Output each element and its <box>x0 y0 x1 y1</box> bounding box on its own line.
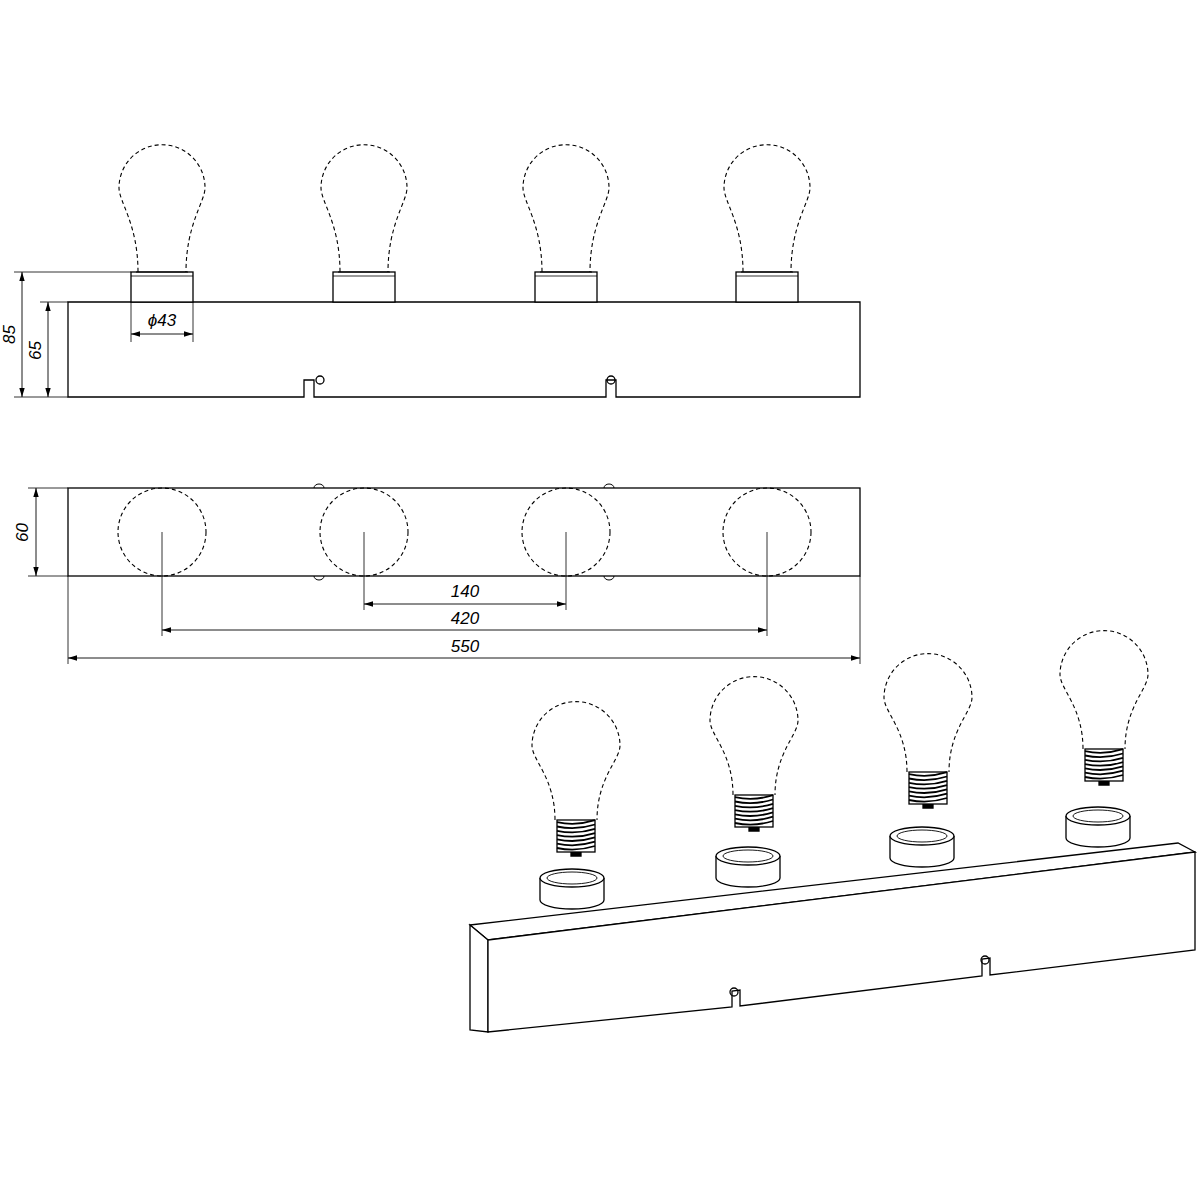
iso-view <box>470 843 1195 1032</box>
dimension-label: ϕ43 <box>146 312 178 329</box>
stroke <box>735 821 773 825</box>
dimension-label: 550 <box>449 638 481 655</box>
stroke <box>1085 775 1123 779</box>
screw <box>607 376 615 384</box>
stroke <box>1085 758 1123 762</box>
stroke <box>909 785 947 789</box>
dim-line <box>364 604 566 605</box>
dim-line <box>131 334 193 335</box>
lamp-socket <box>736 272 798 302</box>
stroke <box>131 276 193 277</box>
stroke <box>540 272 592 273</box>
stroke <box>735 795 773 799</box>
dim-line <box>48 302 49 397</box>
dim-line <box>36 488 37 576</box>
bulb-outline <box>119 145 205 272</box>
stroke <box>557 837 595 841</box>
stroke <box>557 825 595 829</box>
stroke <box>716 847 780 865</box>
front-view <box>14 272 860 397</box>
stroke <box>897 830 947 842</box>
stroke <box>909 794 947 798</box>
bulb-outline <box>884 654 972 772</box>
stroke <box>1085 754 1123 758</box>
stroke <box>557 833 595 837</box>
bulb-outline <box>523 145 609 272</box>
bulb-outline <box>723 488 811 576</box>
stroke <box>540 869 604 887</box>
bulb-outline <box>1060 631 1148 749</box>
screw-base <box>557 820 595 852</box>
bulb-outline <box>522 488 610 576</box>
stroke <box>736 276 798 277</box>
stroke <box>909 772 947 776</box>
bar-body <box>68 302 860 397</box>
bulb-outline <box>320 488 408 576</box>
stroke <box>1085 749 1123 753</box>
stroke <box>535 276 597 277</box>
stroke <box>1085 762 1123 766</box>
stroke <box>1073 810 1123 822</box>
stroke <box>557 829 595 833</box>
stroke <box>909 798 947 802</box>
bulb-outline <box>118 488 206 576</box>
bulb-outline <box>321 145 407 272</box>
stroke <box>735 804 773 808</box>
screw-base <box>735 795 773 827</box>
stroke <box>333 276 395 277</box>
stroke <box>557 842 595 846</box>
dim-line <box>22 272 23 397</box>
lamp-socket <box>333 272 395 302</box>
stroke <box>909 781 947 785</box>
stroke <box>909 777 947 781</box>
stroke <box>735 812 773 816</box>
bulb-outline <box>532 702 620 820</box>
stroke <box>723 850 773 862</box>
dimension-label: 420 <box>449 610 481 627</box>
lamp-socket <box>131 272 193 302</box>
stroke <box>741 272 793 273</box>
screw-base <box>909 772 947 804</box>
dimension-label: 140 <box>449 583 481 600</box>
stroke <box>557 820 595 824</box>
stroke <box>338 272 390 273</box>
dim-line <box>162 630 767 631</box>
stroke <box>1085 766 1123 770</box>
screw <box>316 376 324 384</box>
bar-top <box>68 488 860 576</box>
bar-front-face <box>488 852 1195 1032</box>
stroke <box>1066 807 1130 825</box>
bulb-outline <box>710 677 798 795</box>
stroke <box>735 808 773 812</box>
bulb-outline <box>724 145 810 272</box>
stroke <box>735 800 773 804</box>
stroke <box>909 789 947 793</box>
stroke <box>136 272 188 273</box>
stroke <box>557 846 595 850</box>
stroke <box>735 817 773 821</box>
lamp-socket <box>535 272 597 302</box>
dimension-label: 60 <box>13 521 30 544</box>
dim-line <box>68 658 860 659</box>
dimension-label: 65 <box>26 339 43 362</box>
stroke <box>547 872 597 884</box>
dimension-label: 85 <box>1 323 18 346</box>
stroke <box>890 827 954 845</box>
stroke <box>1085 771 1123 775</box>
plan-view <box>28 484 860 664</box>
screw-base <box>1085 749 1123 781</box>
